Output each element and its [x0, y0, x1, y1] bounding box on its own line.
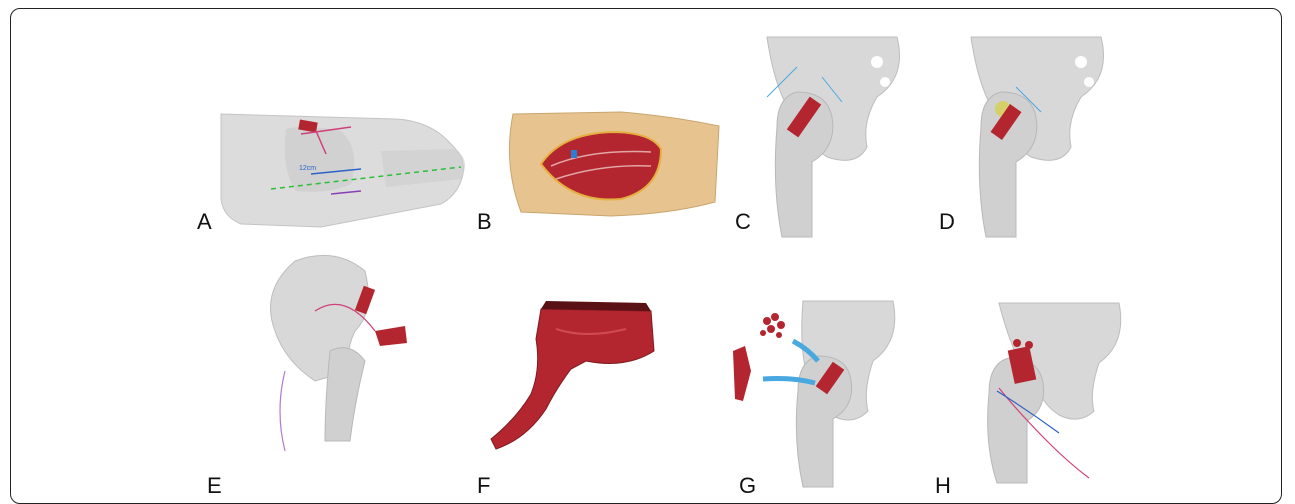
panel-label-c: C [735, 209, 751, 235]
thigh-muscle-illustration [501, 104, 731, 224]
panel-a-annotation: 12cm [299, 165, 316, 172]
panel-g [723, 291, 903, 491]
panel-label-f: F [477, 473, 490, 499]
panel-label-b: B [477, 209, 492, 235]
panel-c [757, 37, 907, 245]
panel-e [255, 251, 415, 476]
panel-h [969, 293, 1129, 489]
panel-d [961, 37, 1111, 245]
graft-insertion-illustration [723, 291, 903, 491]
panel-label-d: D [939, 209, 955, 235]
thigh-model-illustration [201, 99, 481, 249]
panel-label-h: H [935, 473, 951, 499]
panel-f [486, 299, 666, 459]
hip-bone-block-illustration [757, 37, 907, 245]
figure-frame: 12cm A B C [10, 8, 1282, 504]
harvested-flap-illustration [486, 299, 666, 459]
panel-label-g: G [739, 473, 756, 499]
panel-a: 12cm [201, 99, 481, 249]
hip-block-marker-illustration [961, 37, 1111, 245]
panel-label-e: E [207, 473, 222, 499]
final-reconstruction-illustration [969, 293, 1129, 489]
panel-b [501, 104, 731, 224]
panel-label-a: A [197, 209, 212, 235]
pelvis-flap-illustration [255, 251, 415, 476]
